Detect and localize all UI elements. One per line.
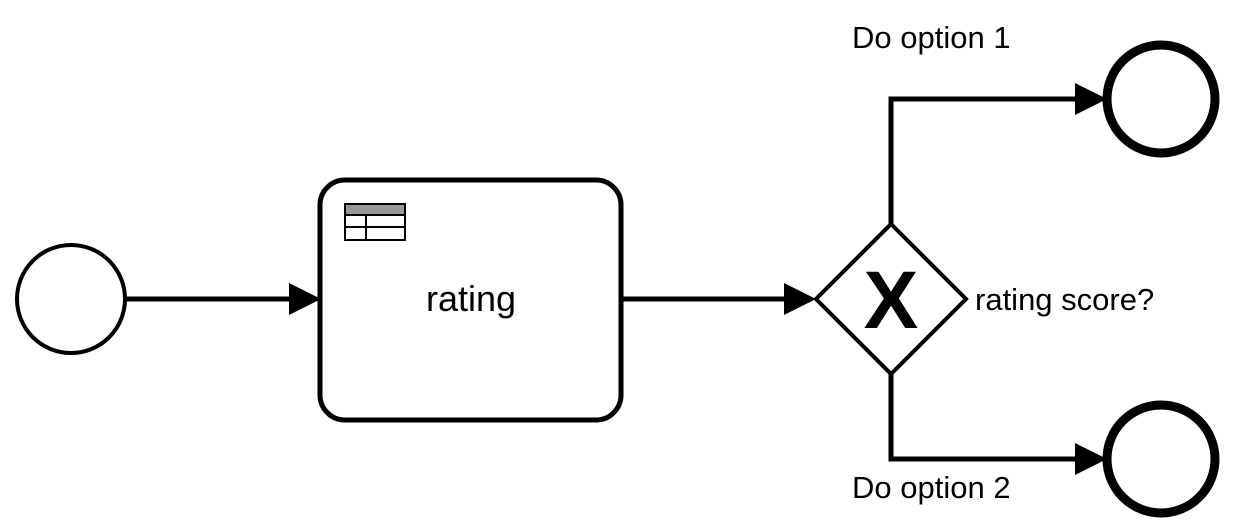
sequence-flow-option-1[interactable] — [888, 83, 1107, 224]
option-1-label: Do option 1 — [852, 20, 1011, 55]
end-event-option-1[interactable] — [1102, 40, 1220, 158]
task-label: rating — [426, 278, 516, 319]
rating-task[interactable]: rating — [317, 177, 624, 423]
end-event-option-2[interactable] — [1102, 400, 1220, 518]
start-event[interactable] — [15, 243, 127, 355]
gateway-label: rating score? — [975, 282, 1154, 317]
option-2-label: Do option 2 — [852, 470, 1011, 505]
sequence-flow-task-to-gateway[interactable] — [621, 283, 816, 315]
sequence-flow-start-to-task[interactable] — [125, 283, 321, 315]
business-rule-table-icon — [344, 203, 406, 241]
gateway-x-marker-icon: X — [864, 255, 919, 346]
exclusive-gateway[interactable]: X — [813, 221, 969, 377]
sequence-flow-option-2[interactable] — [888, 374, 1107, 475]
